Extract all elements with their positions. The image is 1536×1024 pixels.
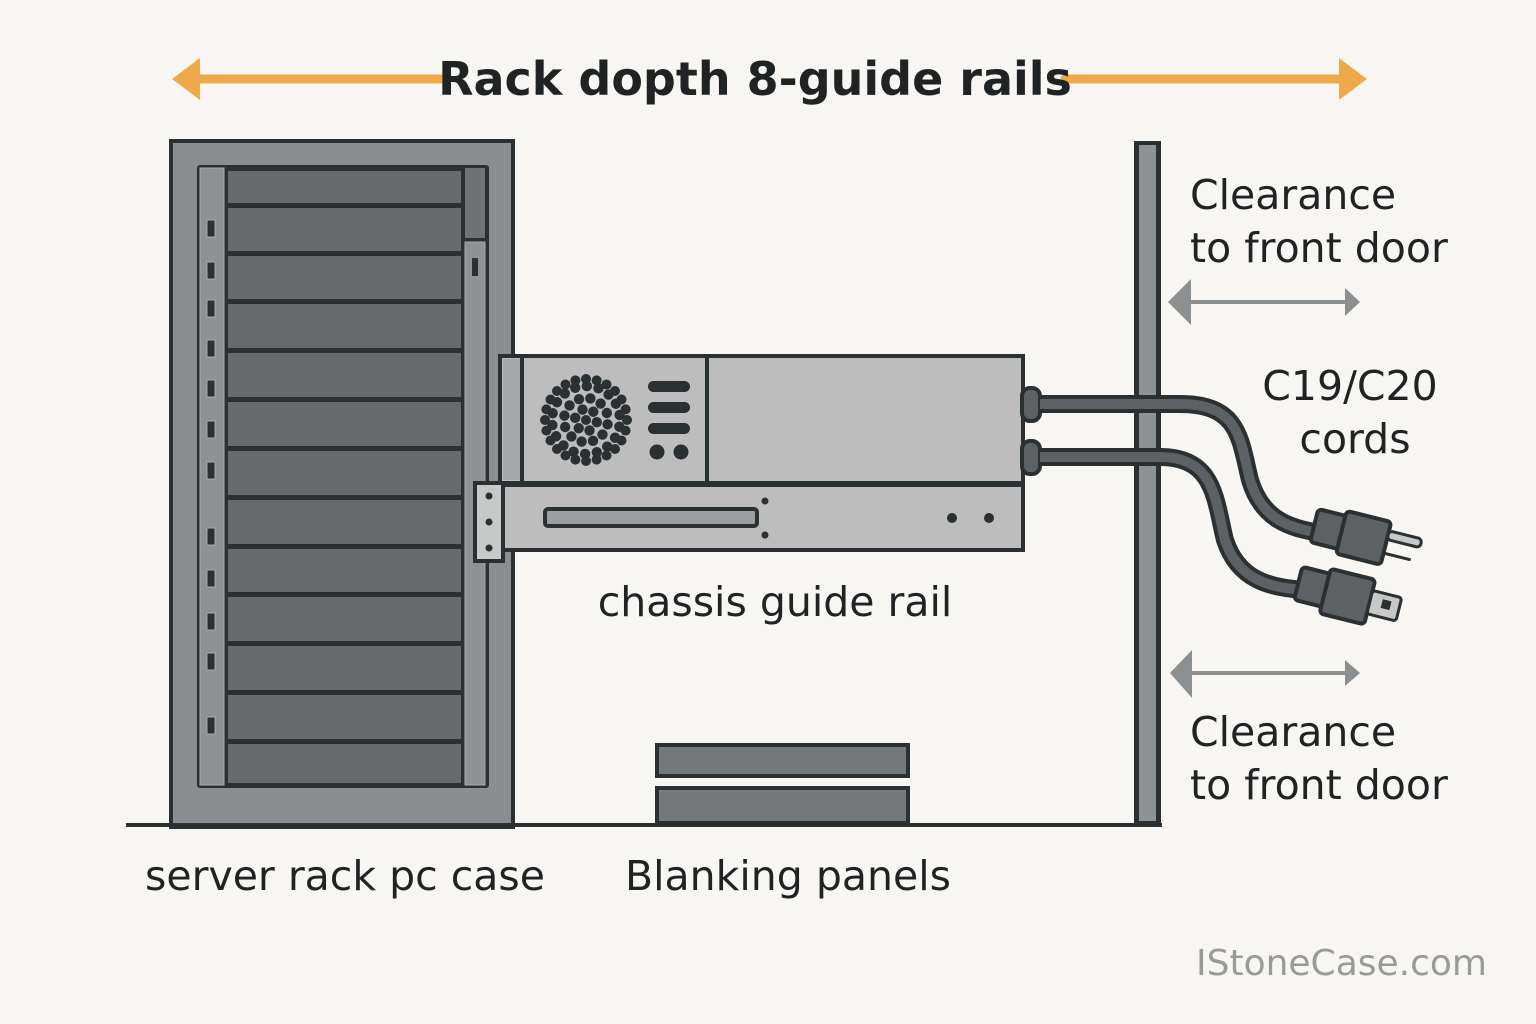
fan-hole [569,382,581,393]
drive-bay [228,256,461,299]
server-rack-case [169,139,515,829]
drive-bay [228,353,461,397]
fan-hole [595,398,606,409]
rail-slot [206,379,216,398]
fan-hole [616,435,627,446]
rail-slot [206,569,216,588]
drive-bay [228,646,461,690]
rail-slot [206,339,216,358]
fan-hole [541,425,552,436]
power-cords [1020,386,1322,599]
fan-hole [602,419,613,430]
chassis-unit [473,354,1025,563]
status-indicators [648,381,690,460]
fan-hole [581,456,591,466]
clearance-label-bottom-line2: to front door [1190,761,1448,809]
fan-hole [620,404,631,415]
clearance-arrow-bottom [1170,650,1360,698]
fan-hole [573,393,585,405]
fan-hole [545,394,556,405]
fan-hole [601,441,613,452]
fan-hole [593,383,604,394]
fan-hole [601,450,612,461]
drive-bay [228,402,461,446]
rail-slot [206,299,216,318]
fan-hole [566,431,577,442]
cords-label-line1: C19/C20 [1262,362,1437,410]
fan-hole [588,406,599,417]
rail-slot [206,716,216,735]
fan-hole [560,450,571,461]
fan-hole [591,447,603,458]
clearance-label-bottom-line1: Clearance [1190,708,1396,756]
rail-slot [206,219,216,238]
drive-bay [228,304,461,348]
drive-bay [228,500,461,544]
fan-hole [570,375,581,386]
fan-hole [568,446,579,457]
rail-slot [206,527,216,546]
drive-bay [228,695,461,739]
rack-depth-arrow-right [1060,58,1367,100]
rail-slot [206,461,216,480]
rail-slot [206,612,216,631]
front-door-post [1134,141,1161,825]
blanking-panels-label: Blanking panels [625,852,951,900]
fan-hole [601,407,613,419]
fan-hole [559,410,570,421]
fan-hole [620,425,631,436]
rail-slot [206,420,216,439]
chassis-guide-rail-label: chassis guide rail [598,578,953,626]
fan-hole [564,400,575,411]
drive-bay [228,171,461,203]
power-plug-icon [1308,507,1423,566]
fan-hole [616,394,627,405]
clearance-label-top-line1: Clearance [1190,171,1396,219]
drive-bay [228,549,461,592]
fan-hole [573,423,584,434]
fan-hole [552,443,563,454]
fan-hole [576,436,587,447]
fan-hole [541,404,552,415]
watermark: IStoneCase.com [1196,943,1487,984]
clearance-label-top-line2: to front door [1190,224,1448,272]
fan-hole [622,415,632,425]
fan-hole [545,435,556,446]
rack-depth-arrow-left [172,58,450,100]
drive-bay [228,744,461,783]
fan-hole [570,454,581,465]
drive-bay [228,597,461,641]
server-rack-case-label: server rack pc case [145,852,545,900]
rail-slot [206,652,216,671]
fan-hole [597,429,608,440]
fan-hole [581,374,591,384]
cords-label-line2: cords [1299,415,1410,463]
fan-hole [559,388,571,399]
fan-hole [584,425,595,436]
fan-hole [560,379,571,390]
fan-hole [591,375,602,386]
fan-grille-icon [540,374,632,466]
fan-hole [552,386,563,397]
fan-hole [540,415,550,425]
fan-hole [601,379,612,390]
fan-hole [581,415,591,425]
diagram-title: Rack dopth 8-guide rails [438,52,1072,106]
blanking-panels [655,743,910,825]
fan-hole [591,454,602,465]
fan-hole [609,386,620,397]
fan-hole [609,443,620,454]
drive-bay [228,208,461,251]
fan-hole [570,412,581,424]
fan-hole [585,393,596,404]
drive-bay [228,451,461,495]
power-plug-icon [1292,565,1403,626]
fan-hole [559,421,571,433]
clearance-arrow-top [1168,279,1360,325]
fan-hole [591,416,602,428]
fan-hole [577,404,588,415]
rail-slot [206,261,216,280]
fan-hole [587,435,599,447]
